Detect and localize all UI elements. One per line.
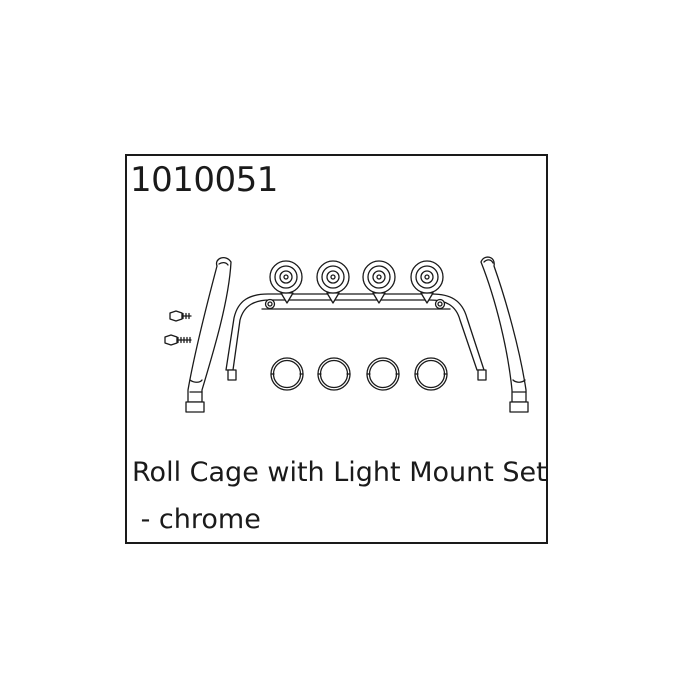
roll-bar-icon bbox=[185, 256, 232, 413]
lens-ring-icon bbox=[317, 357, 351, 391]
roll-bar-icon bbox=[480, 256, 529, 413]
lens-ring-icon bbox=[270, 357, 304, 391]
lens-ring-icon bbox=[366, 357, 400, 391]
light-pod-icon bbox=[316, 260, 350, 304]
light-pod-icon bbox=[362, 260, 396, 304]
lens-ring-icon bbox=[414, 357, 448, 391]
screw-icon bbox=[169, 310, 192, 322]
light-pod-icon bbox=[269, 260, 303, 304]
screw-icon bbox=[164, 334, 192, 346]
product-title-line-1: Roll Cage with Light Mount Set bbox=[132, 457, 547, 488]
light-pod-icon bbox=[410, 260, 444, 304]
light-bar-icon bbox=[225, 293, 487, 381]
part-number: 1010051 bbox=[130, 160, 278, 200]
product-title-line-2: - chrome bbox=[132, 504, 261, 535]
